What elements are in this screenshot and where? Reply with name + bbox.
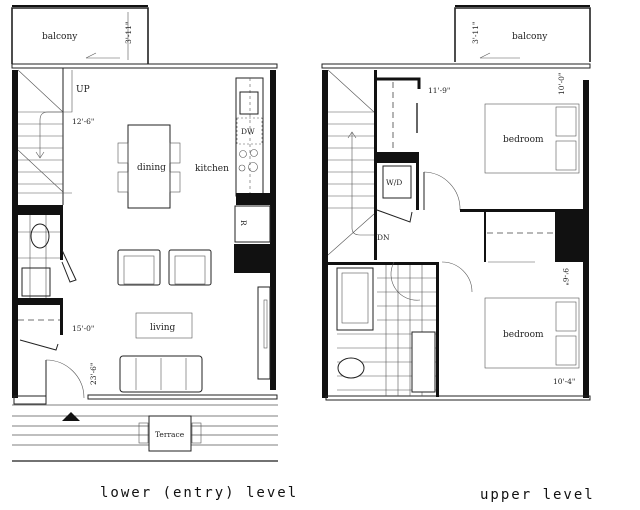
bathtub — [336, 267, 374, 331]
upper-level-title: upper level — [480, 487, 595, 503]
bathroom-door[interactable] — [441, 261, 473, 293]
room-label-bedroom-top: bedroom — [503, 135, 544, 145]
room-label-bedroom-bottom: bedroom — [503, 330, 544, 340]
vanity-sink — [411, 331, 436, 393]
entry-door[interactable]: 23'-6" — [13, 359, 98, 405]
fridge — [234, 205, 271, 243]
fridge-label: R — [239, 220, 248, 226]
dimension-bedroom-top: 10'-0" — [557, 73, 566, 95]
stairs-down-label: DN — [377, 233, 390, 242]
tv-console — [257, 286, 271, 380]
dimension-bedroom-bottom-length: 10'-4" — [553, 377, 575, 386]
kitchen-sink-icon — [239, 91, 259, 115]
living-furniture: living — [117, 249, 271, 393]
kitchen-counter: DW R kitchen — [195, 77, 276, 273]
bedroom-top: bedroom 10'-0" — [460, 73, 585, 263]
powder-room — [18, 205, 77, 305]
dishwasher-label: DW — [241, 127, 255, 136]
toilet-icon — [30, 223, 50, 249]
dining-table: dining — [117, 124, 181, 209]
laundry-label: W/D — [386, 178, 402, 187]
south-window-wall — [87, 394, 278, 400]
upper-stairs: DN — [327, 69, 390, 260]
powder-room-door[interactable] — [61, 249, 77, 283]
bedroom-bottom: bedroom 9'-6" 10'-4" — [484, 268, 580, 386]
room-label-balcony: balcony — [42, 32, 78, 42]
dimension-bedroom-bottom-width: 9'-6" — [561, 268, 570, 286]
lower-level-plan: balcony 3'-11" UP 12'-6" — [11, 5, 298, 501]
room-label-upper-balcony: balcony — [512, 32, 548, 42]
lower-stairs: UP 12'-6" — [17, 68, 94, 205]
dimension-upper-balcony-depth: 3'-11" — [471, 22, 480, 44]
upper-toilet-icon — [337, 357, 365, 379]
upper-bathroom — [328, 261, 473, 397]
room-label-living: living — [150, 323, 176, 333]
upper-south-window-wall — [325, 395, 591, 401]
dimension-living-length: 23'-6" — [89, 363, 98, 385]
entry-arrow-icon — [62, 412, 80, 421]
east-wall — [270, 70, 276, 390]
upper-west-wall — [322, 70, 328, 398]
upper-north-window-wall — [321, 63, 591, 69]
lower-balcony: balcony 3'-11" — [11, 5, 149, 64]
entry-closet: 15'-0" — [18, 305, 94, 351]
west-wall — [12, 70, 18, 398]
room-label-terrace: Terrace — [155, 430, 185, 439]
north-window-wall — [11, 63, 278, 69]
upper-east-wall — [583, 80, 589, 398]
room-label-kitchen: kitchen — [195, 164, 229, 174]
cooktop-icon — [238, 149, 258, 172]
dimension-closet: 15'-0" — [72, 324, 94, 333]
sofa — [119, 355, 203, 393]
stairs-up-label: UP — [76, 85, 90, 95]
upper-closet: 11'-9" W/D — [375, 77, 461, 223]
terrace: Terrace — [12, 404, 278, 462]
washer-dryer — [382, 165, 412, 199]
dimension-upper-closet: 11'-9" — [428, 86, 450, 95]
sink-icon — [21, 267, 51, 297]
dimension-stair-side: 12'-6" — [72, 117, 94, 126]
dimension-balcony-depth: 3'-11" — [124, 22, 133, 44]
upper-level-plan: balcony 3'-11" DN — [321, 5, 595, 503]
upper-balcony: balcony 3'-11" — [454, 5, 591, 62]
lower-level-title: lower (entry) level — [100, 485, 298, 501]
room-label-dining: dining — [137, 163, 166, 173]
